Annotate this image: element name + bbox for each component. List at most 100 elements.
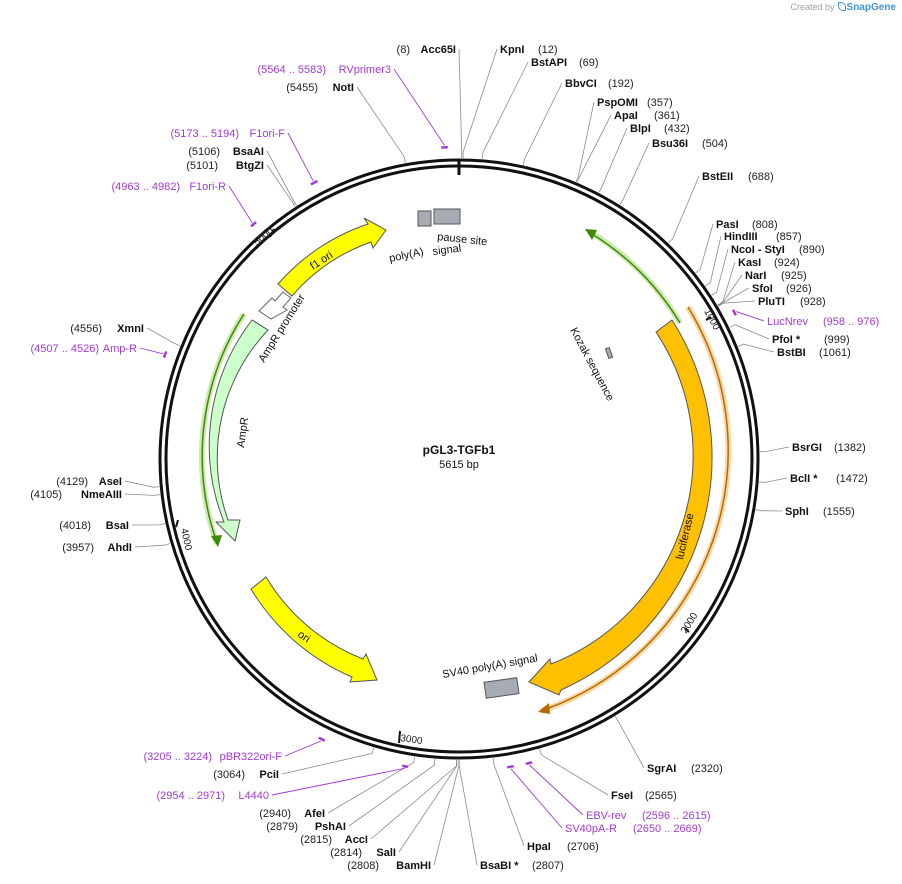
enzyme-pshai: PshAI [315,821,346,833]
primer-leader-lucnrev [736,311,765,322]
enzyme-pos-bsai: (4018) [59,520,91,532]
enzyme-pos-ncoi-styi: (890) [799,244,825,256]
primer-mark-pbr322ori-f [318,736,326,742]
primer-leader-f1ori-r [228,185,253,223]
enzyme-pos-pshai: (2879) [266,821,298,833]
tick-3000: 3000 [400,733,424,747]
feature-ampr-promoter [258,291,292,320]
enzyme-bstapi: BstAPI [531,57,567,69]
primer-rvprimer3: RVprimer3 [339,64,391,76]
leader-pcii [281,747,375,775]
enzyme-bsaai: BsaAI [233,146,264,158]
feature-ori [250,576,378,683]
leader-bstapi [481,61,529,159]
enzyme-pfoi: PfoI * [772,334,801,346]
leader-apai [576,114,612,183]
leader-sphi [755,509,783,512]
enzyme-noti: NotI [333,82,354,94]
primer-lucnrev: LucNrev [767,316,808,328]
tick-4000: 4000 [178,527,193,551]
enzyme-sphi: SphI [785,506,809,518]
enzyme-kpni: KpnI [500,44,524,56]
leader-noti [356,86,406,163]
enzyme-pos-bstbi: (1061) [819,347,851,359]
enzyme-nmeaiii: NmeAIII [81,489,122,501]
primer-mark-f1ori-f [310,179,318,186]
enzyme-bsrgi: BsrGI [792,442,822,454]
plasmid-name: pGL3-TGFb1 [423,443,496,457]
primer-mark-l4440 [401,764,409,769]
enzyme-xmni: XmnI [117,323,144,335]
leader-bcli [759,477,788,483]
leader-kasi [717,261,736,306]
primer-range-f1ori-f: (5173 .. 5194) [171,128,240,140]
orf-arrow-ampr [211,535,222,547]
leader-bsabi [458,760,478,866]
leader-fsei [539,748,609,796]
snapgene-logo-icon [837,2,846,11]
leader-nmeaiii [124,493,161,496]
feature-pause-site [433,208,461,225]
leader-pshai [348,758,436,827]
enzyme-pos-bstapi: (69) [579,57,599,69]
enzyme-sgrai: SgrAI [647,763,676,775]
enzyme-bsu36i: Bsu36I [652,138,688,150]
enzyme-pos-hindiii: (857) [776,231,802,243]
enzyme-ahdi: AhdI [108,542,132,554]
enzyme-pos-bsrgi: (1382) [834,442,866,454]
plasmid-length: 5615 bp [439,459,479,471]
enzyme-asei: AseI [99,476,122,488]
enzyme-fsei: FseI [611,790,633,802]
primer-mark-amp-r [162,350,168,359]
primer-range-lucnrev: (958 .. 976) [823,316,879,328]
enzyme-pos-pluti: (928) [800,296,826,308]
leader-bsteii [668,175,700,244]
enzyme-bsabi: BsaBI * [480,860,519,872]
leader-pasi [695,223,714,274]
enzyme-pos-pasi: (808) [752,219,778,231]
enzyme-pos-blpi: (432) [664,123,690,135]
primer-range-sv40pa-r: (2650 .. 2669) [633,823,702,835]
enzyme-acc65i: Acc65I [421,44,456,56]
leader-hindiii [705,235,722,287]
orf-arrow-top [585,229,597,240]
primer-range-l4440: (2954 .. 2971) [157,790,226,802]
enzyme-pos-ahdi: (3957) [62,542,94,554]
enzyme-pos-xmni: (4556) [70,323,102,335]
enzyme-bstbi: BstBI [777,347,806,359]
feature-f1-ori [277,217,387,297]
enzyme-pos-nari: (925) [781,270,807,282]
enzyme-pcii: PciI [259,769,279,781]
enzyme-pos-pcii: (3064) [213,769,245,781]
leader-bstbi [737,343,775,353]
feature-luciferase [528,319,713,696]
enzyme-pos-sphi: (1555) [823,506,855,518]
orf-arc-top-line [591,233,681,324]
enzyme-ncoi-styi: NcoI - StyI [731,244,785,256]
leader-lines [124,48,790,866]
primer-f1ori-r: F1ori-R [189,181,226,193]
leader-sgrai [614,716,645,769]
leader-afei [327,756,415,814]
leader-bsaai [266,150,298,206]
primer-leader-rvprimer3 [393,68,445,146]
enzyme-pos-bsteii: (688) [748,171,774,183]
leader-bsai [131,523,166,526]
leader-kpni [462,48,498,159]
primer-leader-ebv-rev [529,764,584,816]
enzyme-pos-pspomi: (357) [647,97,673,109]
orf-arc-ampr-line [201,313,245,541]
enzyme-afei: AfeI [304,808,325,820]
leader-bsrgi [759,446,790,453]
enzyme-pasi: PasI [716,219,739,231]
primer-l4440: L4440 [238,790,269,802]
enzyme-pos-bbvci: (192) [608,78,634,90]
primer-range-f1ori-r: (4963 .. 4982) [112,181,181,193]
leader-btgzi [266,164,296,207]
enzyme-pos-hpai: (2706) [567,841,599,853]
enzyme-pos-bamhi: (2808) [347,860,379,872]
enzyme-pos-kasi: (924) [774,257,800,269]
primer-mark-f1ori-r [250,221,257,228]
enzyme-sfoi: SfoI [752,283,773,295]
